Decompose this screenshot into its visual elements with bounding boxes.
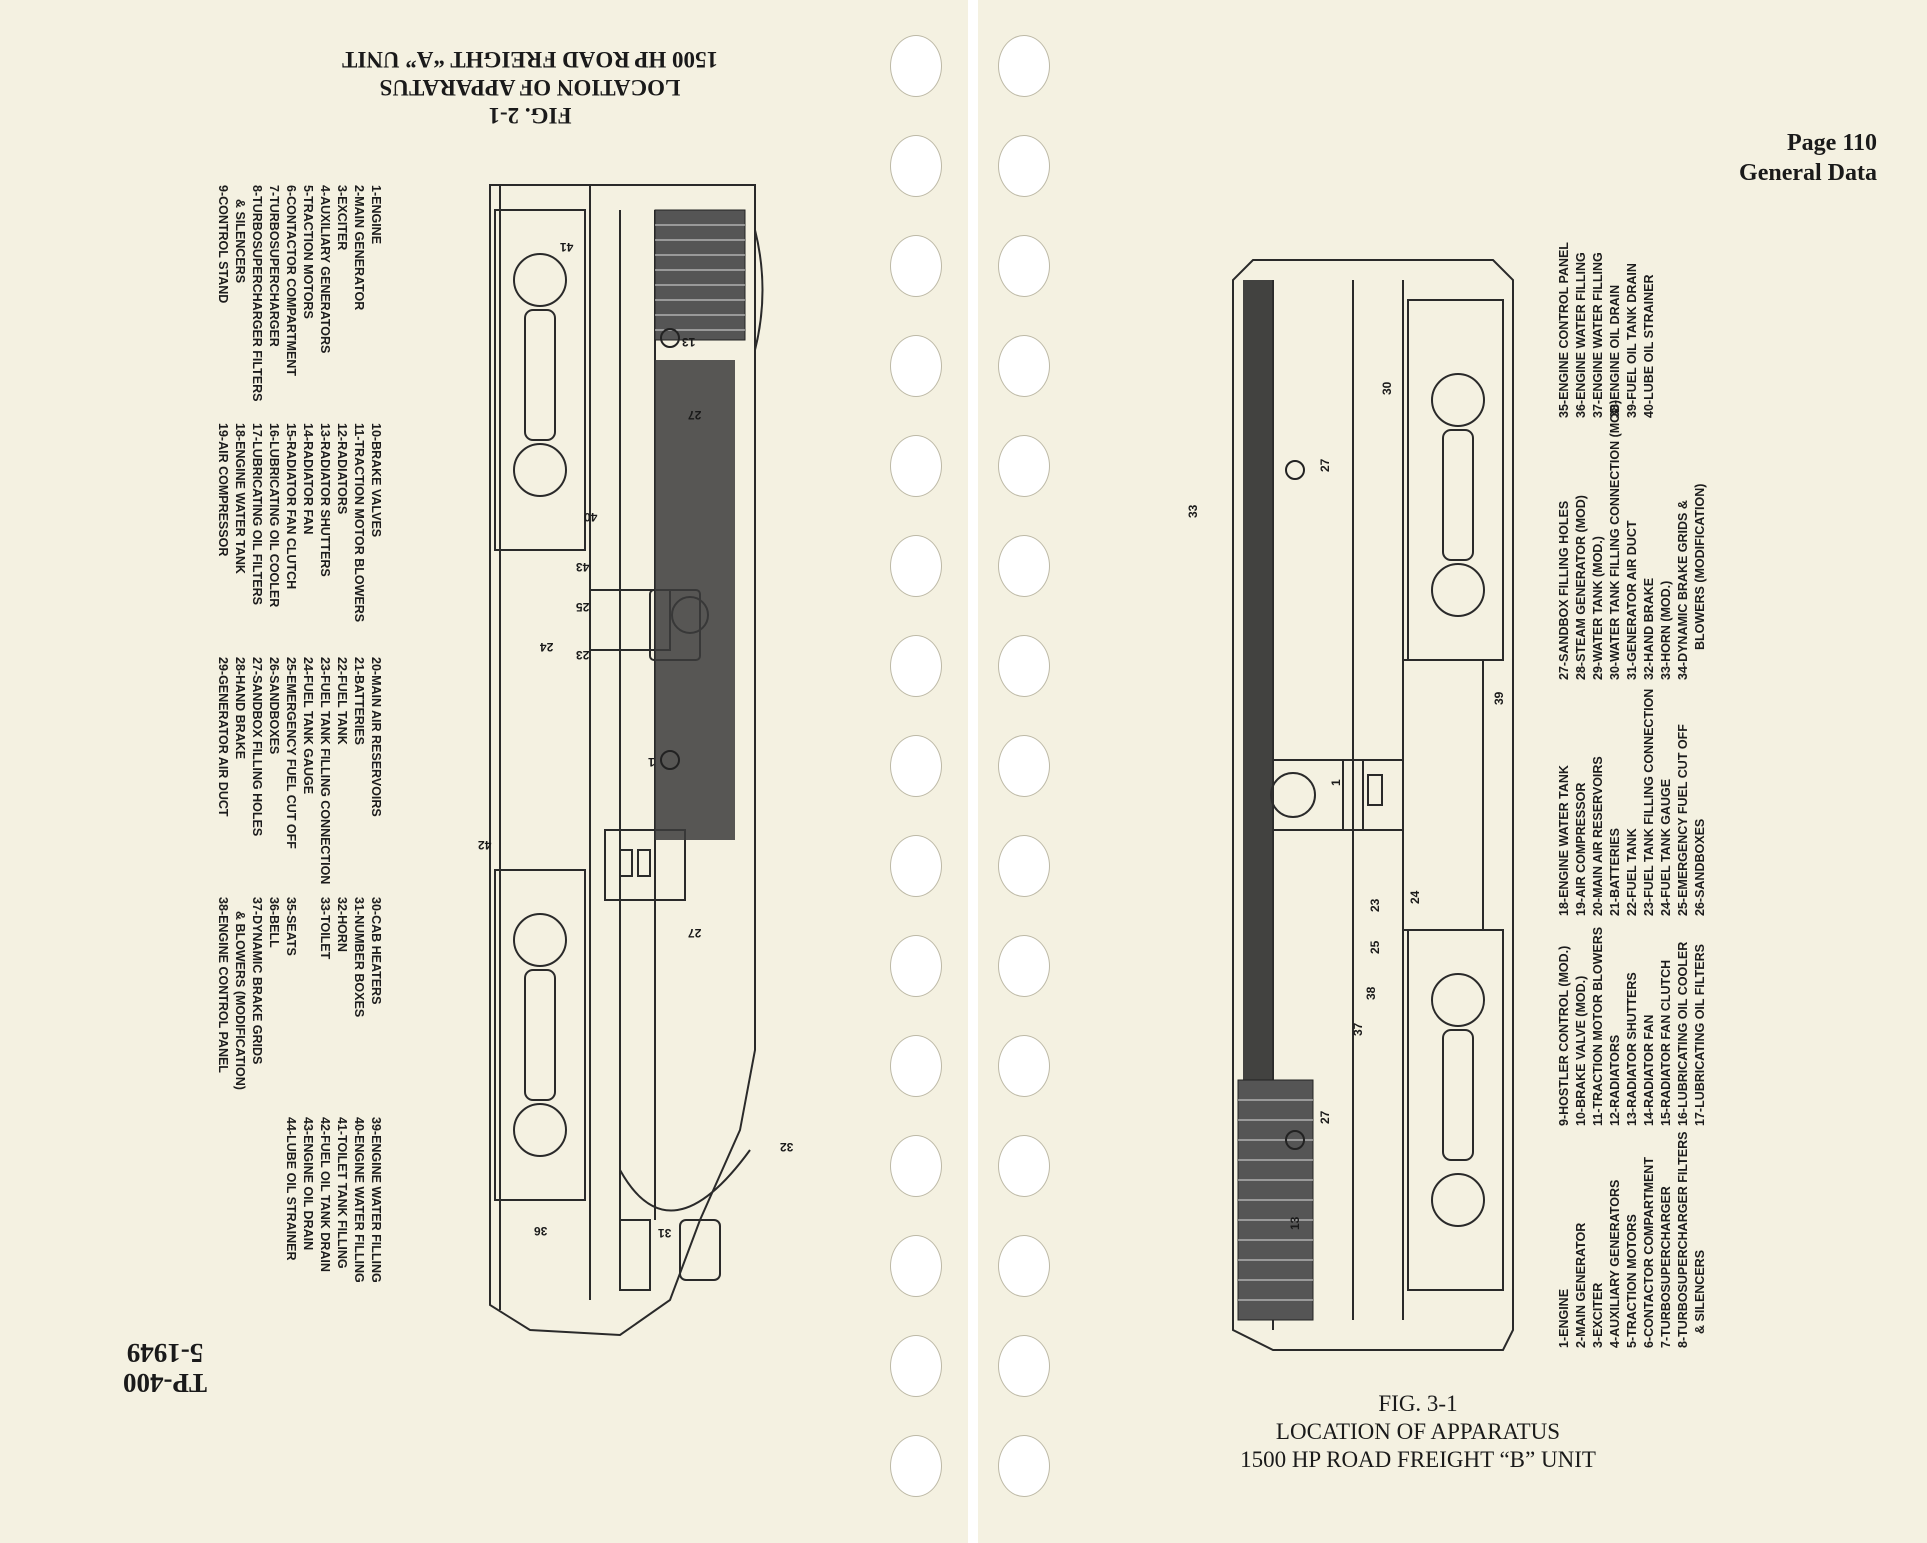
binder-hole [890,1235,942,1297]
binder-hole [998,1135,1050,1197]
binder-hole [890,1335,942,1397]
page-header: Page 110 General Data [1739,128,1877,188]
left-legend-col3: 20-MAIN AIR RESERVOIRS 21-BATTERIES 22-F… [216,657,383,885]
binder-hole [998,435,1050,497]
right-figure-title-line1: LOCATION OF APPARATUS [1275,1419,1561,1445]
binder-hole [998,635,1050,697]
binder-hole [890,135,942,197]
a-unit-rear-truck [494,209,586,551]
binder-hole [998,135,1050,197]
binder-hole [998,835,1050,897]
binder-hole [890,35,942,97]
binder-hole [890,435,942,497]
locomotive-a-unit-diagram [489,184,764,1337]
left-doc-date: 5-1949 [126,1338,204,1368]
left-legend-col2: 10-BRAKE VALVES 11-TRACTION MOTOR BLOWER… [216,423,383,623]
binder-hole [998,535,1050,597]
left-figure-title-line2: 1500 HP ROAD FREIGHT “A” UNIT [342,47,718,73]
right-figure-title-line2: 1500 HP ROAD FREIGHT “B” UNIT [1240,1447,1596,1473]
a-unit-radiator-shutters [654,209,746,341]
right-page: Page 110 General Data [978,0,1927,1543]
page-gutter [968,0,978,1543]
binder-hole [998,335,1050,397]
binder-hole [998,35,1050,97]
binder-hole [890,935,942,997]
left-figure-title-line1: LOCATION OF APPARATUS [379,75,681,101]
left-legend-col4: 30-CAB HEATERS 31-NUMBER BOXES 32-HORN 3… [216,897,383,1090]
left-doc-number-block: TP-400 5-1949 [100,1338,230,1398]
a-unit-hull [489,184,756,1337]
right-legend-col3: 18-ENGINE WATER TANK 19-AIR COMPRESSOR 2… [1557,688,1707,916]
binder-hole [890,1135,942,1197]
left-figure-number: FIG. 2-1 [488,103,572,129]
b-unit-hull [1232,259,1514,1351]
left-legend: 1-ENGINE 2-MAIN GENERATOR 3-EXCITER 4-AU… [194,185,384,1335]
b-unit-engine-hood [1243,280,1273,1080]
binder-hole [890,535,942,597]
binder-hole [890,1435,942,1497]
binder-hole [998,935,1050,997]
binder-hole [998,1435,1050,1497]
b-unit-front-truck [1407,929,1504,1291]
locomotive-b-unit-diagram [1232,259,1514,1351]
binder-hole [998,235,1050,297]
left-figure-caption: FIG. 2-1 LOCATION OF APPARATUS 1500 HP R… [250,45,810,129]
right-legend-col1: 1-ENGINE 2-MAIN GENERATOR 3-EXCITER 4-AU… [1557,1131,1707,1348]
binder-hole [998,735,1050,797]
page-number: Page 110 [1787,130,1877,156]
a-unit-front-truck [494,869,586,1201]
right-legend-col2: 9-HOSTLER CONTROL (MOD.) 10-BRAKE VALVE … [1557,926,1707,1126]
right-legend-col4: 27-SANDBOX FILLING HOLES 28-STEAM GENERA… [1557,399,1707,680]
left-legend-col5: 39-ENGINE WATER FILLING 40-ENGINE WATER … [284,1117,383,1283]
left-doc-number: TP-400 [123,1368,207,1398]
right-figure-caption: FIG. 3-1 LOCATION OF APPARATUS 1500 HP R… [1168,1390,1668,1474]
binder-hole [890,635,942,697]
left-legend-col1: 1-ENGINE 2-MAIN GENERATOR 3-EXCITER 4-AU… [216,185,383,402]
binder-hole [890,835,942,897]
right-figure-number: FIG. 3-1 [1378,1391,1458,1416]
section-title: General Data [1739,160,1877,186]
right-legend: 1-ENGINE 2-MAIN GENERATOR 3-EXCITER 4-AU… [1556,198,1726,1348]
left-page: FIG. 2-1 LOCATION OF APPARATUS 1500 HP R… [0,0,968,1543]
binder-hole [998,1035,1050,1097]
a-unit-engine-hood [655,360,735,840]
binder-hole [890,735,942,797]
right-legend-col5: 35-ENGINE CONTROL PANEL 36-ENGINE WATER … [1557,242,1656,418]
binder-hole [998,1235,1050,1297]
b-unit-rear-truck [1407,299,1504,661]
binder-hole [890,335,942,397]
binder-hole [890,235,942,297]
binder-hole [890,1035,942,1097]
binder-hole [998,1335,1050,1397]
